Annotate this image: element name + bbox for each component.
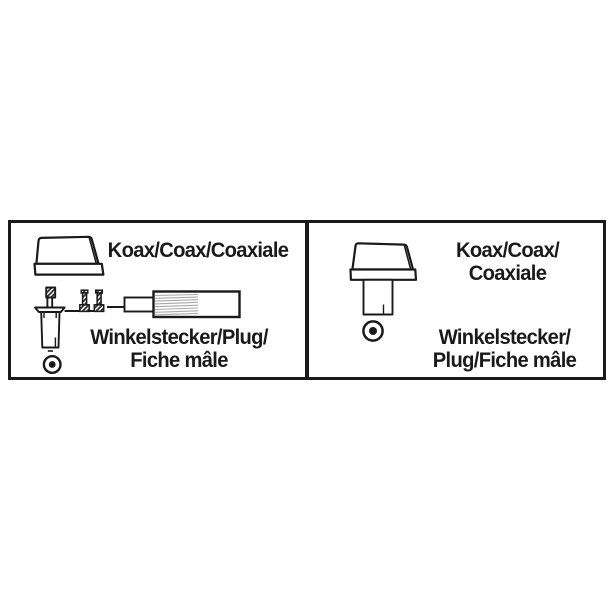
right-plug-label: Winkelstecker/ Plug/Fiche mâle	[408, 326, 601, 372]
connector-diagram: Koax/Coax/Coaxiale Winkelstecker/Plug/ F…	[8, 220, 606, 380]
left-plug-label-line2: Fiche mâle	[130, 349, 228, 372]
plug-front-view-icon	[361, 320, 384, 342]
right-plug-label-line2: Plug/Fiche mâle	[432, 349, 576, 372]
angle-plug-icon	[34, 286, 66, 352]
panel-divider	[305, 223, 309, 377]
left-panel-illustrations	[33, 235, 241, 374]
right-coax-label-line2: Coaxiale	[468, 262, 546, 285]
left-plug-label-line1: Winkelstecker/Plug/	[90, 326, 268, 349]
right-coax-label-line1: Koax/Coax/	[455, 239, 559, 262]
left-panel: Koax/Coax/Coaxiale Winkelstecker/Plug/ F…	[11, 223, 305, 377]
plug-front-view-icon	[42, 354, 62, 374]
right-coax-label: Koax/Coax/ Coaxiale	[439, 239, 574, 285]
braid-hatch	[154, 293, 199, 316]
protection-cap-icon	[33, 235, 105, 276]
capped-angle-plug-icon	[348, 242, 417, 316]
right-panel-illustrations	[348, 242, 417, 342]
left-plug-label: Winkelstecker/Plug/ Fiche mâle	[83, 326, 275, 372]
right-plug-label-line1: Winkelstecker/	[438, 326, 570, 349]
stripped-coax-cable-icon	[107, 290, 241, 319]
screw-icon	[93, 289, 105, 313]
right-panel: Koax/Coax/ Coaxiale Winkelstecker/ Plug/…	[309, 223, 604, 377]
left-coax-label: Koax/Coax/Coaxiale	[107, 239, 289, 262]
screw-icon	[79, 289, 90, 313]
